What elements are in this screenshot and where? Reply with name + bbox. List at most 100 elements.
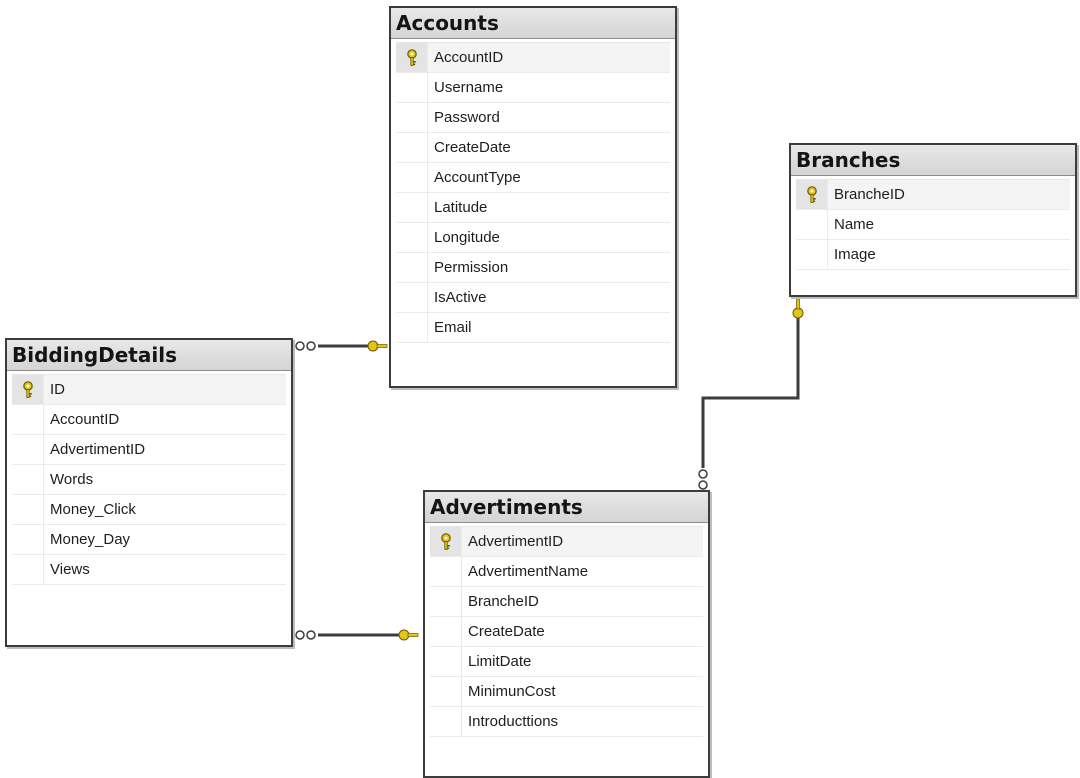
- column-name: AdvertimentID: [50, 441, 146, 458]
- key-end-icon: [792, 298, 804, 319]
- column-name: BrancheID: [468, 593, 539, 610]
- relationship-advertiments-branches: [698, 298, 804, 490]
- many-end-icon: [306, 341, 316, 351]
- column-name: MinimunCost: [468, 683, 556, 700]
- column-name: Password: [434, 109, 500, 126]
- key-cell: [396, 43, 428, 72]
- column-row[interactable]: AccountType: [396, 163, 670, 193]
- key-icon: [406, 48, 417, 66]
- column-name: AdvertimentID: [468, 533, 564, 550]
- column-row[interactable]: Longitude: [396, 223, 670, 253]
- key-cell: [430, 677, 462, 706]
- many-end-icon: [295, 630, 305, 640]
- column-name: AdvertimentName: [468, 563, 589, 580]
- key-cell: [430, 527, 462, 556]
- column-row[interactable]: MinimunCost: [430, 677, 703, 707]
- column-name: Permission: [434, 259, 509, 276]
- column-row[interactable]: Name: [796, 210, 1070, 240]
- column-name: Money_Click: [50, 501, 136, 518]
- column-name: Latitude: [434, 199, 488, 216]
- column-row[interactable]: Image: [796, 240, 1070, 270]
- primary-key-row[interactable]: ID: [12, 375, 286, 405]
- column-row[interactable]: Latitude: [396, 193, 670, 223]
- column-name: Money_Day: [50, 531, 131, 548]
- many-end-icon: [698, 469, 708, 479]
- column-name: Name: [834, 216, 875, 233]
- key-cell: [12, 435, 44, 464]
- column-name: BrancheID: [834, 186, 905, 203]
- column-name: Introducttions: [468, 713, 559, 730]
- column-row[interactable]: Money_Day: [12, 525, 286, 555]
- column-name: IsActive: [434, 289, 487, 306]
- key-cell: [430, 587, 462, 616]
- table-bidding-details[interactable]: BiddingDetails ID AccountID AdvertimentID W…: [5, 338, 293, 647]
- column-row[interactable]: AccountID: [12, 405, 286, 435]
- key-cell: [12, 555, 44, 584]
- key-cell: [12, 465, 44, 494]
- key-icon: [22, 380, 33, 398]
- many-end-icon: [698, 480, 708, 490]
- column-row[interactable]: BrancheID: [430, 587, 703, 617]
- key-cell: [12, 405, 44, 434]
- column-name: AccountID: [50, 411, 120, 428]
- table-title: Branches: [791, 145, 1075, 176]
- key-cell: [396, 163, 428, 192]
- primary-key-row[interactable]: AdvertimentID: [430, 527, 703, 557]
- column-name: Username: [434, 79, 504, 96]
- column-row[interactable]: Permission: [396, 253, 670, 283]
- table-title: BiddingDetails: [7, 340, 291, 371]
- column-row[interactable]: Introducttions: [430, 707, 703, 737]
- relationship-bidding-accounts: [295, 340, 388, 352]
- column-row[interactable]: Password: [396, 103, 670, 133]
- key-cell: [396, 253, 428, 282]
- column-name: Words: [50, 471, 94, 488]
- key-cell: [796, 210, 828, 239]
- column-name: AccountType: [434, 169, 521, 186]
- column-row[interactable]: LimitDate: [430, 647, 703, 677]
- key-end-icon: [398, 629, 419, 641]
- key-cell: [396, 283, 428, 312]
- column-name: CreateDate: [434, 139, 511, 156]
- many-end-icon: [306, 630, 316, 640]
- key-end-icon: [367, 340, 388, 352]
- column-name: ID: [50, 381, 65, 398]
- relationship-bidding-advertiments: [295, 629, 419, 641]
- key-cell: [796, 240, 828, 269]
- key-cell: [396, 103, 428, 132]
- key-cell: [396, 223, 428, 252]
- key-cell: [396, 313, 428, 342]
- column-name: LimitDate: [468, 653, 532, 670]
- column-row[interactable]: Email: [396, 313, 670, 343]
- primary-key-row[interactable]: BrancheID: [796, 180, 1070, 210]
- primary-key-row[interactable]: AccountID: [396, 43, 670, 73]
- key-cell: [430, 557, 462, 586]
- column-name: CreateDate: [468, 623, 545, 640]
- column-row[interactable]: Words: [12, 465, 286, 495]
- column-row[interactable]: Username: [396, 73, 670, 103]
- key-cell: [12, 525, 44, 554]
- table-title: Accounts: [391, 8, 675, 39]
- column-row[interactable]: Views: [12, 555, 286, 585]
- key-cell: [796, 180, 828, 209]
- column-name: AccountID: [434, 49, 504, 66]
- key-cell: [396, 133, 428, 162]
- key-cell: [430, 647, 462, 676]
- column-name: Longitude: [434, 229, 500, 246]
- column-row[interactable]: IsActive: [396, 283, 670, 313]
- column-row[interactable]: CreateDate: [396, 133, 670, 163]
- column-row[interactable]: AdvertimentID: [12, 435, 286, 465]
- column-row[interactable]: CreateDate: [430, 617, 703, 647]
- column-name: Views: [50, 561, 90, 578]
- column-name: Email: [434, 319, 472, 336]
- column-row[interactable]: AdvertimentName: [430, 557, 703, 587]
- column-row[interactable]: Money_Click: [12, 495, 286, 525]
- key-cell: [396, 193, 428, 222]
